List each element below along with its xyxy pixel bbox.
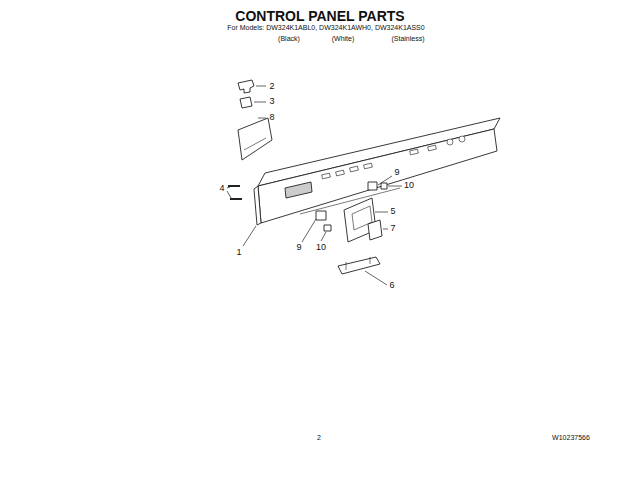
callout-number: 2 [269,82,274,91]
spring [324,225,331,231]
model-list: For Models: DW324K1ABL0, DW324K1AWH0, DW… [227,24,424,31]
display-window [285,182,312,198]
color-note: (Black) [278,35,300,42]
circuit-board [238,118,272,160]
block [240,97,252,108]
diagram-title: CONTROL PANEL PARTS [235,9,404,23]
page-number: 2 [317,434,321,441]
callout-number: 4 [219,184,224,193]
callout-number: 5 [390,207,395,216]
callout-number: 1 [236,248,241,257]
callout-number: 8 [269,113,274,122]
leader-lines [227,86,402,285]
callout-number: 3 [269,97,274,106]
panel-end [254,186,261,225]
callout-number: 9 [394,168,399,177]
color-note: (Stainless) [391,35,424,42]
callout-number: 6 [389,281,394,290]
document-number: W10237566 [552,434,590,441]
handle [338,257,380,274]
panel-front [258,129,497,223]
knob [316,211,326,220]
latch [368,220,382,240]
callout-number: 10 [404,181,414,190]
callout-number: 10 [316,243,326,252]
callout-number: 7 [390,224,395,233]
knob [368,182,377,190]
spring [381,183,387,189]
color-note: (White) [332,35,355,42]
callout-number: 9 [296,243,301,252]
clip [238,80,254,93]
